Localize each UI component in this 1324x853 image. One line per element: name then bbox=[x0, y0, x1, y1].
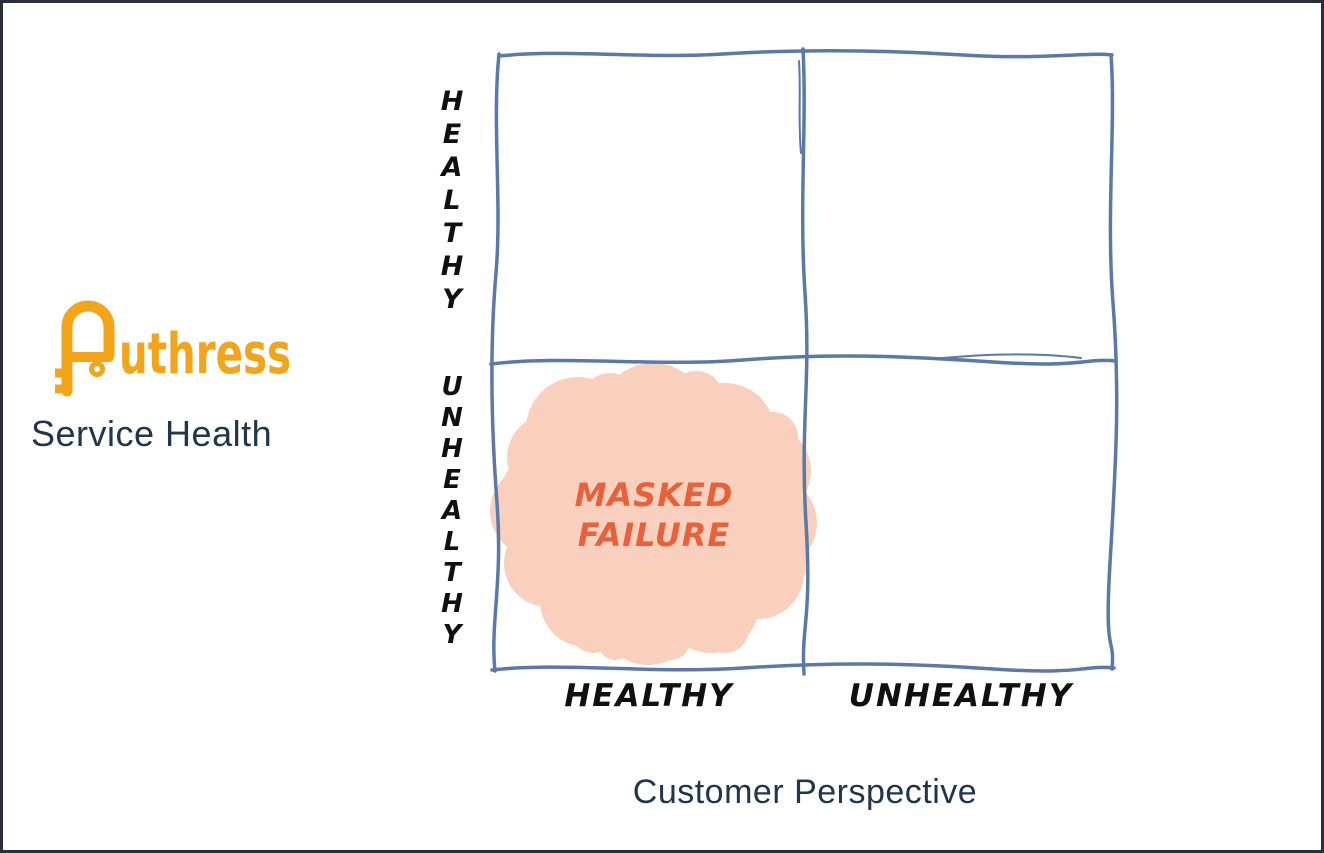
authress-logo: uthress bbox=[55, 300, 291, 397]
masked-failure-line1: MASKED bbox=[574, 476, 734, 514]
key-a-icon bbox=[55, 300, 115, 397]
masked-failure-blob bbox=[490, 363, 817, 665]
x-axis-label-healthy: HEALTHY bbox=[564, 678, 734, 714]
masked-failure-annotation: MASKED FAILURE bbox=[549, 475, 759, 555]
masked-failure-line2: FAILURE bbox=[577, 516, 731, 554]
x-axis-label-unhealthy: UNHEALTHY bbox=[848, 678, 1074, 714]
authress-wordmark: uthress bbox=[119, 322, 291, 387]
x-axis-title: Customer Perspective bbox=[632, 773, 978, 811]
service-health-title: Service Health bbox=[31, 413, 273, 454]
quadrant-grid-lines bbox=[489, 47, 1119, 676]
quadrant-diagram bbox=[489, 47, 1119, 676]
